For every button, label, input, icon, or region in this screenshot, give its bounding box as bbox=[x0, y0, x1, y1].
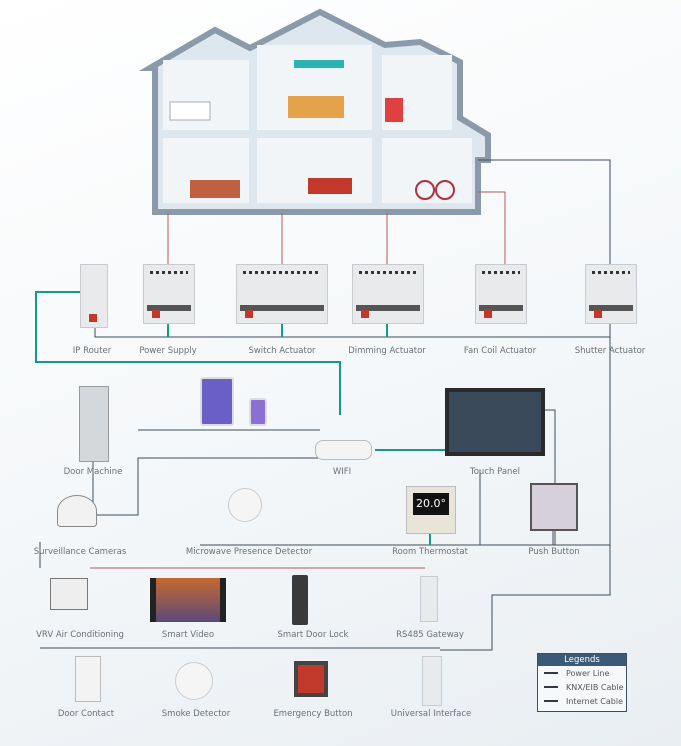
door-contact-device bbox=[75, 656, 101, 702]
label-door-contact: Door Contact bbox=[57, 709, 115, 719]
smart-video-device bbox=[150, 578, 226, 622]
label-power-supply: Power Supply bbox=[139, 346, 197, 356]
knx-cable-swatch bbox=[544, 686, 558, 688]
label-surveillance-cameras: Surveillance Cameras bbox=[33, 547, 127, 557]
touch-panel-device bbox=[445, 388, 545, 456]
phone-icon bbox=[249, 398, 267, 426]
label-wifi: WIFI bbox=[332, 467, 352, 477]
label-smart-door-lock: Smart Door Lock bbox=[277, 630, 349, 640]
label-rs485: RS485 Gateway bbox=[396, 630, 464, 640]
legend-item: Internet Cable bbox=[538, 694, 626, 708]
surveillance-camera-device bbox=[57, 495, 97, 527]
wifi-router-device bbox=[315, 440, 372, 460]
legend: Legends Power Line KNX/EIB Cable Interne… bbox=[537, 653, 627, 712]
label-fan-coil-actuator: Fan Coil Actuator bbox=[463, 346, 537, 356]
label-universal-interface: Universal Interface bbox=[390, 709, 472, 719]
rs485-gateway-device bbox=[420, 576, 438, 622]
label-vrv: VRV Air Conditioning bbox=[36, 630, 124, 640]
label-door-machine: Door Machine bbox=[63, 467, 123, 477]
smoke-detector-device bbox=[175, 662, 213, 700]
fan-coil-actuator-device bbox=[475, 264, 527, 324]
internet-cable-swatch bbox=[544, 700, 558, 702]
label-push-button: Push Button bbox=[528, 547, 580, 557]
legend-label: KNX/EIB Cable bbox=[566, 682, 624, 692]
legend-title: Legends bbox=[538, 654, 626, 666]
legend-label: Power Line bbox=[566, 668, 610, 678]
label-smoke-detector: Smoke Detector bbox=[161, 709, 231, 719]
house-illustration bbox=[138, 8, 491, 215]
dimming-actuator-device bbox=[352, 264, 424, 324]
label-ip-router: IP Router bbox=[72, 346, 112, 356]
label-microwave-presence-detector: Microwave Presence Detector bbox=[185, 547, 313, 557]
microwave-detector-device bbox=[228, 488, 262, 522]
power-line-swatch bbox=[544, 672, 558, 674]
ip-router-device bbox=[80, 264, 108, 328]
label-touch-panel: Touch Panel bbox=[469, 467, 521, 477]
push-button-device bbox=[530, 483, 578, 531]
shutter-actuator-device bbox=[585, 264, 637, 324]
tablet-icon bbox=[200, 377, 234, 426]
legend-item: Power Line bbox=[538, 666, 626, 680]
door-machine-device bbox=[79, 386, 109, 462]
label-shutter-actuator: Shutter Actuator bbox=[574, 346, 646, 356]
label-smart-video: Smart Video bbox=[161, 630, 215, 640]
vrv-ac-device bbox=[50, 578, 88, 610]
emergency-button-device bbox=[294, 661, 328, 697]
legend-label: Internet Cable bbox=[566, 696, 624, 706]
label-emergency-button: Emergency Button bbox=[273, 709, 353, 719]
legend-item: KNX/EIB Cable bbox=[538, 680, 626, 694]
smart-door-lock-device bbox=[292, 575, 308, 625]
label-switch-actuator: Switch Actuator bbox=[248, 346, 316, 356]
label-dimming-actuator: Dimming Actuator bbox=[348, 346, 426, 356]
power-supply-device bbox=[143, 264, 195, 324]
universal-interface-device bbox=[422, 656, 442, 706]
room-thermostat-device: 20.0° bbox=[406, 486, 456, 534]
thermostat-display: 20.0° bbox=[413, 493, 449, 515]
switch-actuator-device bbox=[236, 264, 328, 324]
label-room-thermostat: Room Thermostat bbox=[392, 547, 468, 557]
